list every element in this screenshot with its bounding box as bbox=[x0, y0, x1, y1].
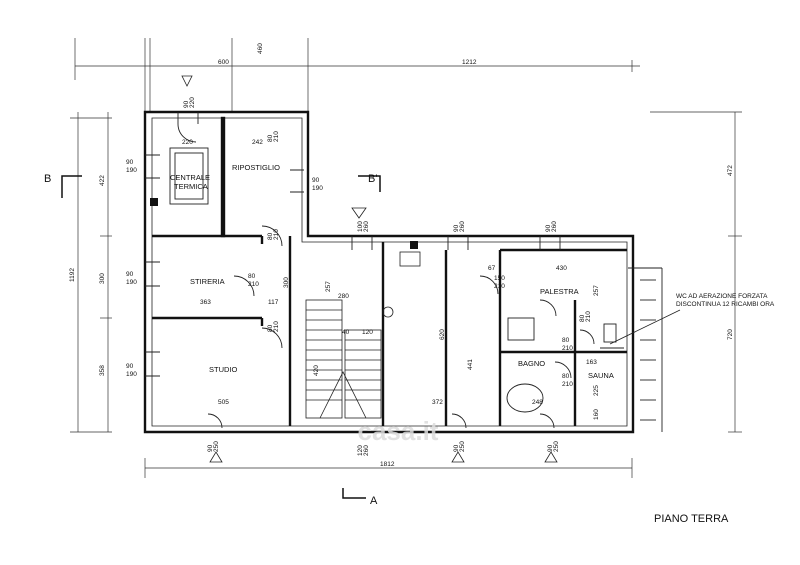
opening-label: 80 bbox=[267, 232, 274, 240]
opening-label: 210 bbox=[494, 283, 505, 290]
ventilation-note: WC AD AERAZIONE FORZATA DISCONTINUA 12 R… bbox=[609, 293, 775, 345]
openings bbox=[145, 112, 595, 429]
dim-top-1212: 1212 bbox=[462, 59, 477, 66]
room-palestra: PALESTRA bbox=[540, 287, 579, 296]
dim-left-300: 300 bbox=[99, 273, 106, 284]
dimension-labels: 600 460 1212 422 300 358 1192 472 720 18… bbox=[69, 43, 734, 468]
opening-label: 210 bbox=[273, 131, 280, 142]
dim-257a: 257 bbox=[325, 281, 332, 292]
staircase bbox=[305, 251, 421, 419]
room-centrale-termica: CENTRALE bbox=[170, 173, 210, 182]
opening-label: 90 bbox=[453, 444, 460, 452]
opening-label: 190 bbox=[126, 167, 137, 174]
opening-label: 90 bbox=[453, 224, 460, 232]
section-markers bbox=[61, 75, 558, 499]
dim-right-472: 472 bbox=[727, 165, 734, 176]
dim-505: 505 bbox=[218, 399, 229, 406]
opening-label: 210 bbox=[585, 311, 592, 322]
opening-label: 80 bbox=[579, 314, 586, 322]
opening-label: 80 bbox=[267, 134, 274, 142]
fixtures bbox=[150, 147, 663, 432]
dim-620: 620 bbox=[439, 329, 446, 340]
opening-label: 210 bbox=[248, 281, 259, 288]
dim-top-600: 600 bbox=[218, 59, 229, 66]
dim-left-422: 422 bbox=[99, 175, 106, 186]
dim-441: 441 bbox=[467, 359, 474, 370]
section-b-label: B bbox=[44, 173, 51, 185]
note-line-1: WC AD AERAZIONE FORZATA bbox=[676, 293, 768, 300]
opening-label: 90 bbox=[183, 100, 190, 108]
opening-label: 150 bbox=[494, 275, 505, 282]
opening-label: 210 bbox=[273, 229, 280, 240]
room-bagno: BAGNO bbox=[518, 359, 545, 368]
opening-label: 90 bbox=[126, 271, 134, 278]
opening-label: 250 bbox=[213, 441, 220, 452]
dim-160: 160 bbox=[593, 409, 600, 420]
dimension-lines bbox=[70, 38, 742, 478]
room-stireria: STIRERIA bbox=[190, 277, 225, 286]
drawing-title: PIANO TERRA bbox=[654, 513, 729, 525]
watermark: casa.it bbox=[358, 416, 439, 446]
dim-300b: 300 bbox=[283, 277, 290, 288]
room-centrale-termica-line2: TERMICA bbox=[174, 182, 208, 191]
dim-248: 248 bbox=[532, 399, 543, 406]
room-studio: STUDIO bbox=[209, 365, 238, 374]
dim-117: 117 bbox=[268, 299, 279, 306]
opening-label: 90 bbox=[312, 177, 320, 184]
opening-label: 190 bbox=[312, 185, 323, 192]
walls bbox=[143, 110, 635, 434]
opening-label: 80 bbox=[267, 324, 274, 332]
room-labels: CENTRALE TERMICA RIPOSTIGLIO STIRERIA ST… bbox=[170, 163, 614, 380]
dim-280: 280 bbox=[338, 293, 349, 300]
opening-label: 250 bbox=[553, 441, 560, 452]
opening-label: 80 bbox=[562, 337, 570, 344]
opening-label: 210 bbox=[562, 381, 573, 388]
opening-label: 90 bbox=[126, 363, 134, 370]
dim-430: 430 bbox=[556, 265, 567, 272]
dim-bottom-1812: 1812 bbox=[380, 461, 395, 468]
opening-label: 210 bbox=[273, 321, 280, 332]
opening-label: 190 bbox=[126, 371, 137, 378]
opening-label: 210 bbox=[562, 345, 573, 352]
section-b-prime-label: B' bbox=[368, 173, 377, 185]
opening-label: 260 bbox=[363, 445, 370, 456]
opening-label: 260 bbox=[459, 221, 466, 232]
opening-labels: 90 220 90 190 90 190 80 210 100 260 90 2… bbox=[126, 97, 592, 456]
opening-label: 260 bbox=[363, 221, 370, 232]
dim-225: 225 bbox=[593, 385, 600, 396]
opening-label: 80 bbox=[562, 373, 570, 380]
dim-120: 120 bbox=[362, 329, 373, 336]
section-a-label: A bbox=[370, 495, 378, 507]
dim-363: 363 bbox=[200, 299, 211, 306]
dim-left-1192: 1192 bbox=[69, 268, 76, 282]
dim-top-460: 460 bbox=[257, 43, 264, 54]
dim-67: 67 bbox=[488, 265, 496, 272]
note-line-2: DISCONTINUA 12 RICAMBI ORA bbox=[676, 301, 775, 308]
opening-label: 80 bbox=[248, 273, 256, 280]
section-labels: B B' A bbox=[44, 173, 378, 507]
dim-257b: 257 bbox=[593, 285, 600, 296]
opening-label: 90 bbox=[126, 159, 134, 166]
dim-420: 420 bbox=[313, 365, 320, 376]
opening-label: 250 bbox=[459, 441, 466, 452]
dim-242: 242 bbox=[252, 139, 263, 146]
opening-label: 260 bbox=[551, 221, 558, 232]
room-sauna: SAUNA bbox=[588, 371, 614, 380]
opening-label: 90 bbox=[547, 444, 554, 452]
opening-label: 190 bbox=[126, 279, 137, 286]
dim-372: 372 bbox=[432, 399, 443, 406]
opening-label: 100 bbox=[357, 221, 364, 232]
opening-label: 90 bbox=[207, 444, 214, 452]
opening-label: 220 bbox=[189, 97, 196, 108]
dim-right-720: 720 bbox=[727, 329, 734, 340]
dim-163: 163 bbox=[586, 359, 597, 366]
dim-40: 40 bbox=[342, 329, 350, 336]
room-ripostiglio: RIPOSTIGLIO bbox=[232, 163, 280, 172]
dim-left-358: 358 bbox=[99, 365, 106, 376]
opening-label: 90 bbox=[545, 224, 552, 232]
dim-220: 220 bbox=[182, 139, 193, 146]
opening-label: 120 bbox=[357, 445, 364, 456]
